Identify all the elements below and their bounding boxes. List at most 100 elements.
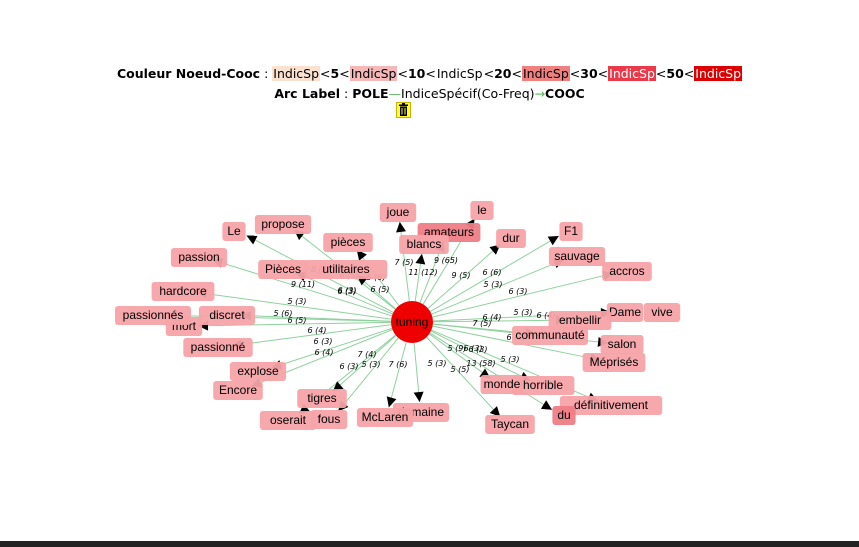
node-label-Dame: Dame bbox=[609, 305, 641, 319]
node-Dame[interactable]: Dame bbox=[606, 303, 644, 322]
legend-threshold-2: 10 bbox=[407, 66, 426, 81]
edge-F1 bbox=[429, 235, 560, 312]
edge-label-Dame: 5 (3) bbox=[514, 308, 533, 317]
node-box-pieces[interactable] bbox=[323, 233, 373, 252]
node-box-Le[interactable] bbox=[222, 222, 246, 241]
node-box-passionnes[interactable] bbox=[115, 306, 191, 325]
node-tigres[interactable]: tigres bbox=[297, 389, 347, 408]
node-hardcore[interactable]: hardcore bbox=[151, 282, 215, 301]
center-node-circle[interactable] bbox=[391, 301, 433, 343]
node-box-Meprises[interactable] bbox=[582, 353, 646, 372]
node-label-accros: accros bbox=[609, 264, 644, 278]
node-label-embellir: embellir bbox=[559, 313, 601, 327]
node-box-joue[interactable] bbox=[379, 203, 417, 222]
node-box-Pieces[interactable] bbox=[258, 260, 308, 279]
node-passionnes[interactable]: passionnés bbox=[115, 306, 191, 325]
node-box-dur[interactable] bbox=[496, 229, 526, 248]
node-accros[interactable]: accros bbox=[602, 262, 652, 281]
node-label-utilitaires: utilitaires bbox=[322, 262, 369, 276]
edge-discret bbox=[240, 314, 392, 322]
node-oserait[interactable]: oserait bbox=[259, 411, 317, 430]
node-fous[interactable]: fous bbox=[310, 410, 348, 429]
node-box-fous[interactable] bbox=[310, 410, 348, 429]
node-Meprises[interactable]: Méprisés bbox=[582, 353, 646, 372]
node-McLaren[interactable]: McLaren bbox=[356, 408, 414, 427]
node-box-explose[interactable] bbox=[229, 362, 287, 381]
node-box-Taycan[interactable] bbox=[485, 415, 535, 434]
node-definitivement[interactable]: définitivement bbox=[559, 396, 663, 415]
node-box-Dame[interactable] bbox=[606, 303, 644, 322]
node-label-monde: monde bbox=[484, 377, 521, 391]
center-node[interactable]: tuning bbox=[391, 301, 433, 343]
node-box-oserait[interactable] bbox=[259, 411, 317, 430]
legend-threshold-1: 5 bbox=[330, 66, 340, 81]
node-passion[interactable]: passion bbox=[170, 248, 228, 267]
node-joue[interactable]: joue bbox=[379, 203, 417, 222]
edge-label-F1: 5 (3) bbox=[484, 280, 503, 289]
legend-row-node-color: Couleur Noeud-Cooc : IndicSp<5<IndicSp<1… bbox=[116, 66, 743, 81]
node-salon[interactable]: salon bbox=[600, 335, 644, 354]
node-box-McLaren[interactable] bbox=[356, 408, 414, 427]
node-box-vive[interactable] bbox=[643, 303, 681, 322]
node-label-Meprises: Méprisés bbox=[590, 355, 639, 369]
node-label-salon: salon bbox=[608, 337, 637, 351]
node-le[interactable]: le bbox=[470, 201, 494, 220]
node-pieces[interactable]: pièces bbox=[323, 233, 373, 252]
edge-label-passionnes: 5 (6) bbox=[274, 309, 293, 318]
node-Encore[interactable]: Encore bbox=[213, 381, 263, 400]
node-utilitaires[interactable]: utilitaires bbox=[304, 260, 388, 279]
node-box-Encore[interactable] bbox=[213, 381, 263, 400]
node-label-dur: dur bbox=[502, 231, 519, 245]
node-box-sauvage[interactable] bbox=[548, 247, 606, 266]
edge-fous bbox=[337, 337, 399, 412]
arrowhead-Taycan bbox=[489, 406, 501, 417]
node-monde[interactable]: monde bbox=[480, 375, 524, 394]
node-box-hardcore[interactable] bbox=[151, 282, 215, 301]
node-du[interactable]: du bbox=[552, 406, 576, 425]
node-Pieces[interactable]: Pièces bbox=[258, 260, 308, 279]
node-Taycan[interactable]: Taycan bbox=[485, 415, 535, 434]
arrowhead-F1 bbox=[547, 235, 559, 246]
node-label-sauvage: sauvage bbox=[554, 249, 600, 263]
node-discret[interactable]: discret bbox=[198, 306, 256, 325]
node-explose[interactable]: explose bbox=[229, 362, 287, 381]
node-Le[interactable]: Le bbox=[222, 222, 246, 241]
legend-threshold-5: 50 bbox=[666, 66, 684, 81]
node-box-accros[interactable] bbox=[602, 262, 652, 281]
node-box-passionne[interactable] bbox=[183, 338, 253, 357]
node-box-passion[interactable] bbox=[170, 248, 228, 267]
node-box-definitivement[interactable] bbox=[559, 396, 663, 415]
node-box-embellir[interactable] bbox=[548, 311, 612, 330]
node-label-Taycan: Taycan bbox=[491, 417, 529, 431]
node-label-fous: fous bbox=[318, 412, 341, 426]
node-passionne[interactable]: passionné bbox=[183, 338, 253, 357]
node-F1[interactable]: F1 bbox=[559, 222, 583, 241]
node-box-le[interactable] bbox=[470, 201, 494, 220]
node-box-salon[interactable] bbox=[600, 335, 644, 354]
node-box-tigres[interactable] bbox=[297, 389, 347, 408]
node-box-propose[interactable] bbox=[254, 215, 312, 234]
node-blancs[interactable]: blancs bbox=[399, 235, 449, 254]
legend-threshold-4: 30 bbox=[580, 66, 598, 81]
node-label-propose: propose bbox=[261, 217, 305, 231]
node-dur[interactable]: dur bbox=[496, 229, 526, 248]
node-box-horrible[interactable] bbox=[511, 376, 575, 395]
node-vive[interactable]: vive bbox=[643, 303, 681, 322]
node-box-discret[interactable] bbox=[198, 306, 256, 325]
edge-passion bbox=[212, 259, 393, 317]
node-communaute[interactable]: communauté bbox=[512, 326, 588, 345]
node-propose[interactable]: propose bbox=[254, 215, 312, 234]
node-box-blancs[interactable] bbox=[399, 235, 449, 254]
node-horrible[interactable]: horrible bbox=[511, 376, 575, 395]
node-box-communaute[interactable] bbox=[512, 326, 588, 345]
edge-monde bbox=[428, 333, 491, 379]
trash-icon[interactable] bbox=[396, 102, 411, 118]
node-box-utilitaires[interactable] bbox=[304, 260, 388, 279]
node-embellir[interactable]: embellir bbox=[548, 311, 612, 330]
arc-label-title: Arc Label bbox=[274, 86, 341, 101]
node-box-F1[interactable] bbox=[559, 222, 583, 241]
node-sauvage[interactable]: sauvage bbox=[548, 247, 606, 266]
node-box-du[interactable] bbox=[552, 406, 576, 425]
arrowhead-pieces bbox=[356, 249, 367, 261]
node-box-monde[interactable] bbox=[480, 375, 524, 394]
